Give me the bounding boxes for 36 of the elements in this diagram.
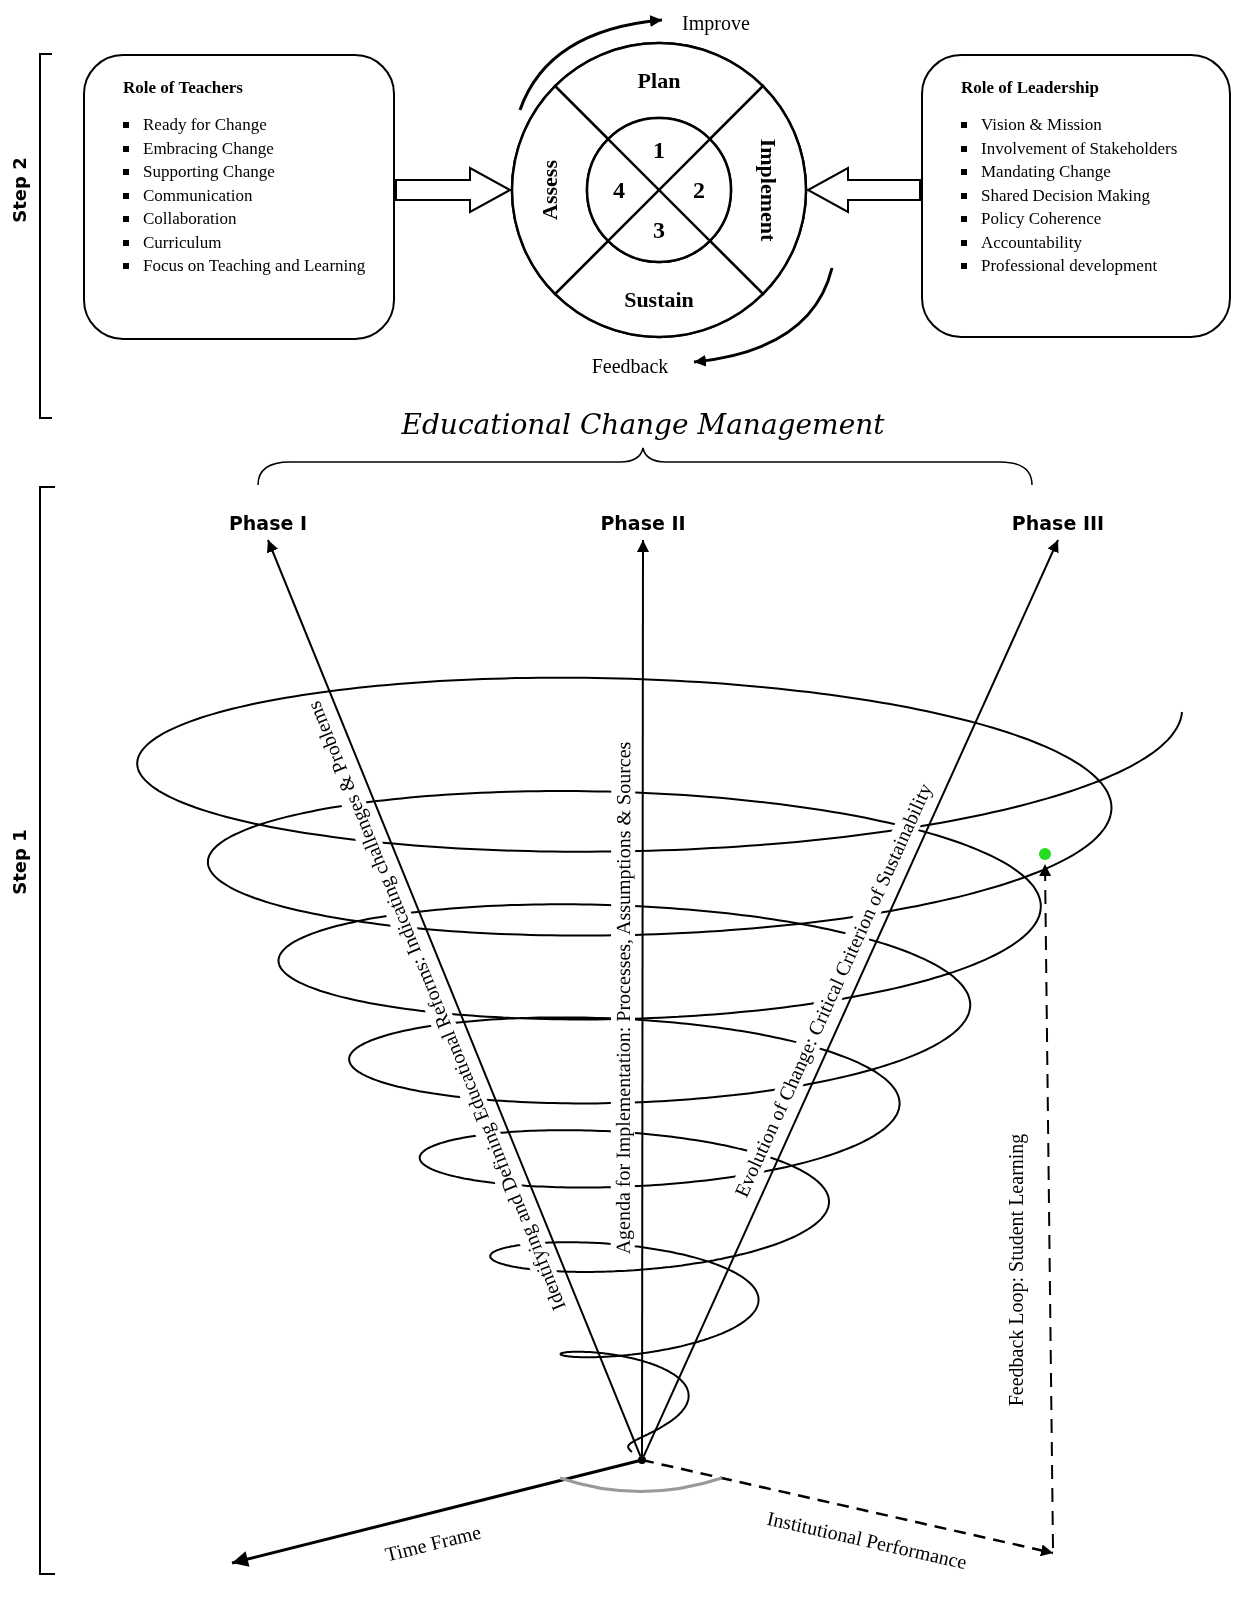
- sector-label: Sustain: [624, 287, 694, 312]
- phase-label: Phase II: [600, 508, 686, 538]
- text-box: [921, 54, 1231, 338]
- list-item: Focus on Teaching and Learning: [143, 255, 366, 276]
- sector-label: Assess: [537, 160, 562, 220]
- edge-label: Agenda for Implementation: Processes, Assumptions & Sources: [610, 739, 635, 1257]
- list-item: Accountability: [981, 231, 1083, 253]
- list-item: Curriculum: [143, 231, 222, 253]
- sector-number: 2: [693, 177, 705, 203]
- box-heading: Role of Teachers: [123, 78, 244, 98]
- list-item: Shared Decision Making: [981, 184, 1151, 206]
- block-arrow: [395, 166, 513, 214]
- phase-label: Phase III: [1011, 508, 1105, 538]
- arrow: [642, 539, 1059, 1458]
- list-item: Involvement of Stakeholders: [981, 137, 1178, 159]
- list-item: Mandating Change: [981, 161, 1111, 182]
- list-item: Supporting Change: [143, 161, 275, 182]
- origin-dot: [638, 1456, 646, 1464]
- list-item: Professional development: [981, 255, 1158, 276]
- block-arrow: [805, 166, 921, 214]
- phase-label: Phase I: [228, 508, 308, 538]
- sector-label: Implement: [756, 138, 781, 242]
- sector-number: 3: [653, 217, 665, 243]
- box-heading: Role of Leadership: [961, 78, 1100, 98]
- list-item: Ready for Change: [143, 114, 267, 135]
- arrow: [637, 539, 649, 1457]
- sector-number: 1: [653, 137, 665, 163]
- list-item: Policy Coherence: [981, 208, 1102, 229]
- sector-label: Plan: [637, 68, 681, 93]
- list-item: Collaboration: [143, 208, 237, 229]
- list-item: Vision & Mission: [981, 114, 1102, 135]
- list-item: Embracing Change: [143, 137, 274, 159]
- arrow: [266, 539, 642, 1458]
- list-item: Communication: [143, 184, 253, 206]
- text-box: [83, 54, 395, 340]
- sector-number: 4: [613, 177, 625, 203]
